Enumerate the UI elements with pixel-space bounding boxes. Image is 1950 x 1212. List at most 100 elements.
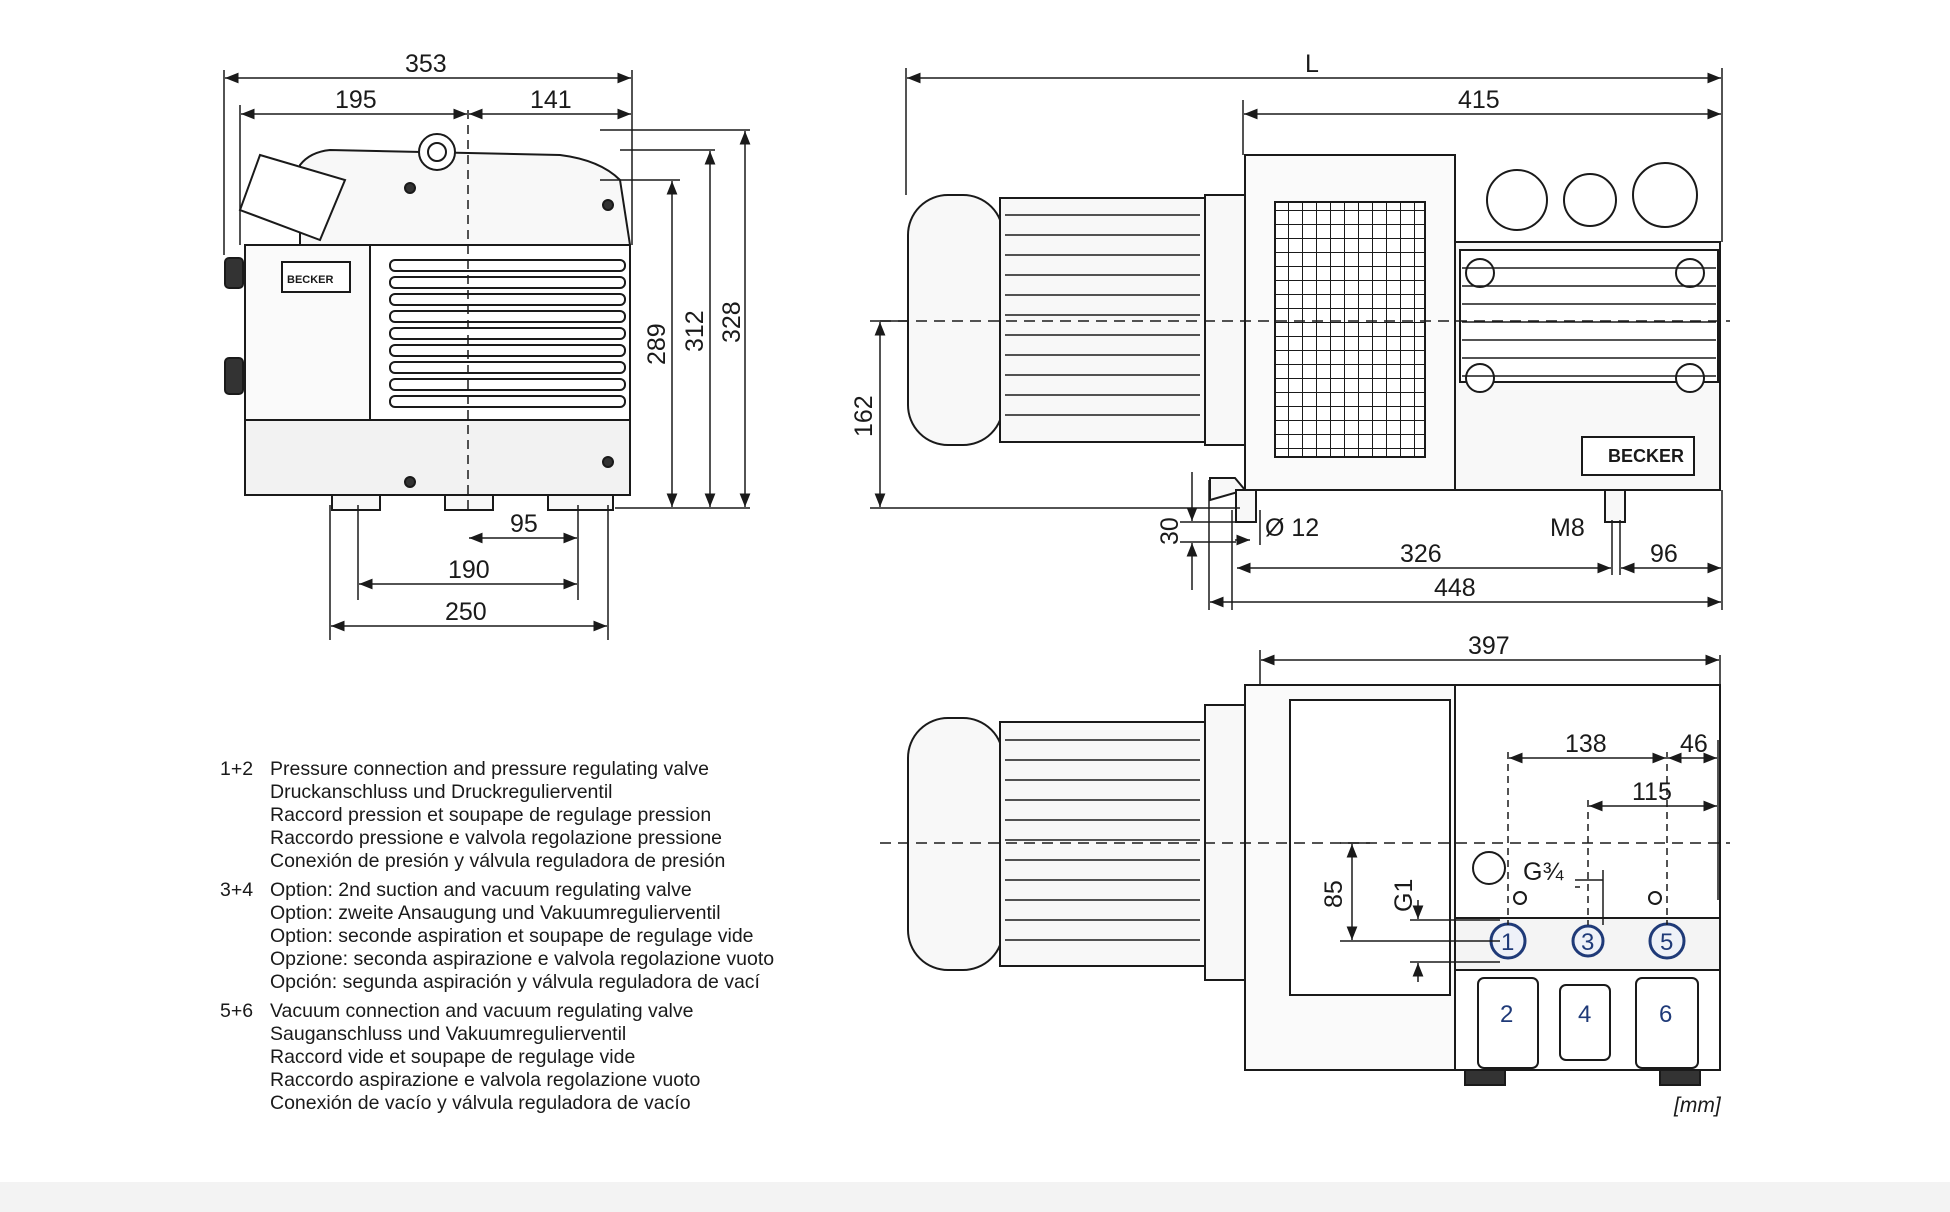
side-fitting-2	[1563, 173, 1617, 227]
legend-line: Raccordo aspirazione e valvola regolazio…	[270, 1069, 701, 1091]
port-markers	[1489, 922, 1686, 960]
legend-line: Opción: segunda aspiración y válvula reg…	[270, 971, 760, 993]
legend-line: Opzione: seconda aspirazione e valvola r…	[270, 948, 775, 970]
front-logo-plate	[281, 261, 351, 293]
top-motor-body	[999, 721, 1206, 967]
legend-line: Raccord pression et soupape de regulage …	[270, 804, 712, 826]
legend-group-3: 5+6 Vacuum connection and vacuum regulat…	[220, 1000, 774, 1115]
side-dimensions	[870, 68, 1723, 610]
dim-30: 30	[1156, 517, 1184, 545]
dim-190: 190	[448, 556, 490, 584]
grille-slat	[389, 327, 626, 340]
dim-G34: G¾	[1523, 858, 1564, 886]
dim-162: 162	[850, 395, 878, 437]
unit-label: [mm]	[1674, 1094, 1721, 1117]
legend-line: Raccordo pressione e valvola regolazione…	[270, 827, 723, 849]
grille-slat	[389, 259, 626, 272]
top-foot-left	[1464, 1069, 1506, 1086]
legend-num: 3+4	[220, 879, 254, 901]
dim-326: 326	[1400, 540, 1442, 568]
port-3-label: 3	[1581, 929, 1594, 956]
port-1-label: 1	[1501, 929, 1514, 956]
dim-328: 328	[718, 301, 746, 343]
front-brand: BECKER	[287, 274, 334, 286]
dim-312: 312	[681, 310, 709, 352]
port-5-label: 5	[1660, 929, 1673, 956]
dim-115: 115	[1632, 778, 1672, 806]
front-dimensions	[223, 70, 751, 640]
motor-end-cap	[907, 194, 1004, 446]
front-inlet-elbow	[238, 153, 347, 242]
side-fitting-1	[1486, 169, 1548, 231]
grille-slat	[389, 344, 626, 357]
motor-fins	[1005, 214, 1716, 416]
legend-line: Conexión de vacío y válvula reguladora d…	[270, 1092, 691, 1114]
legend-group-1: 1+2 Pressure connection and pressure reg…	[220, 758, 774, 873]
legend-line: Raccord vide et soupape de regulage vide	[270, 1046, 636, 1068]
legend-line: Option: 2nd suction and vacuum regulatin…	[270, 879, 692, 901]
port-6-valve	[1635, 977, 1699, 1069]
legend-num: 5+6	[220, 1000, 254, 1022]
page-footer-band	[0, 1182, 1950, 1212]
grille-slat	[389, 395, 626, 408]
legend-num: 1+2	[220, 758, 254, 780]
dim-95: 95	[510, 510, 538, 538]
legend-line: Sauganschluss und Vakuumregulierventil	[270, 1023, 627, 1045]
side-foot-right	[1604, 489, 1626, 523]
motor-body	[999, 197, 1206, 443]
dim-448: 448	[1434, 574, 1476, 602]
legend-group-2: 3+4 Option: 2nd suction and vacuum regul…	[220, 879, 774, 994]
dim-195: 195	[335, 86, 377, 114]
port-4-label: 4	[1578, 1001, 1591, 1028]
side-fitting-3	[1632, 162, 1698, 228]
motor-flange	[1204, 194, 1246, 446]
dim-353: 353	[405, 50, 447, 78]
top-motor-end-cap	[907, 717, 1004, 971]
port-3-marker	[1571, 924, 1605, 958]
top-motor-fins	[1005, 739, 1200, 941]
side-foot-left	[1235, 489, 1257, 523]
dim-L: L	[1305, 50, 1319, 78]
dim-250: 250	[445, 598, 487, 626]
port-4-valve	[1559, 984, 1611, 1061]
port-6-label: 6	[1659, 1001, 1672, 1028]
dim-85: 85	[1320, 880, 1348, 908]
side-pump-fins	[1459, 249, 1719, 383]
grille-slat	[389, 378, 626, 391]
port-2-label: 2	[1500, 1001, 1513, 1028]
dim-289: 289	[643, 323, 671, 365]
dim-G1: G1	[1390, 879, 1418, 912]
dim-96: 96	[1650, 540, 1678, 568]
side-logo-plate	[1581, 436, 1695, 476]
dim-46: 46	[1680, 730, 1708, 758]
grille-slat	[389, 310, 626, 323]
front-grille-slats	[389, 259, 626, 408]
top-selector-knob	[1472, 851, 1506, 885]
dim-415: 415	[1458, 86, 1500, 114]
grille-slat	[389, 293, 626, 306]
legend-line: Conexión de presión y válvula reguladora…	[270, 850, 726, 872]
top-foot-right	[1659, 1069, 1701, 1086]
front-lower-panel	[244, 419, 631, 496]
dim-M8: M8	[1550, 514, 1585, 542]
top-fan-inner	[1289, 699, 1451, 996]
dim-141: 141	[530, 86, 572, 114]
grille-slat	[389, 361, 626, 374]
side-view	[907, 154, 1721, 523]
dim-d12: Ø 12	[1265, 514, 1319, 542]
legend-line: Option: zweite Ansaugung und Vakuumregul…	[270, 902, 721, 924]
front-knob-lower	[224, 357, 244, 395]
dim-397: 397	[1468, 632, 1510, 660]
side-brand: BECKER	[1608, 446, 1684, 466]
dim-138: 138	[1565, 730, 1607, 758]
side-fan-grille	[1274, 201, 1426, 458]
legend-line: Vacuum connection and vacuum regulating …	[270, 1000, 694, 1022]
port-2-valve	[1477, 977, 1539, 1069]
front-knob-upper	[224, 257, 244, 289]
legend: 1+2 Pressure connection and pressure reg…	[220, 758, 774, 1121]
legend-line: Option: seconde aspiration et soupape de…	[270, 925, 754, 947]
grille-slat	[389, 276, 626, 289]
top-dimensions	[1259, 650, 1721, 982]
legend-line: Druckanschluss und Druckregulierventil	[270, 781, 613, 803]
